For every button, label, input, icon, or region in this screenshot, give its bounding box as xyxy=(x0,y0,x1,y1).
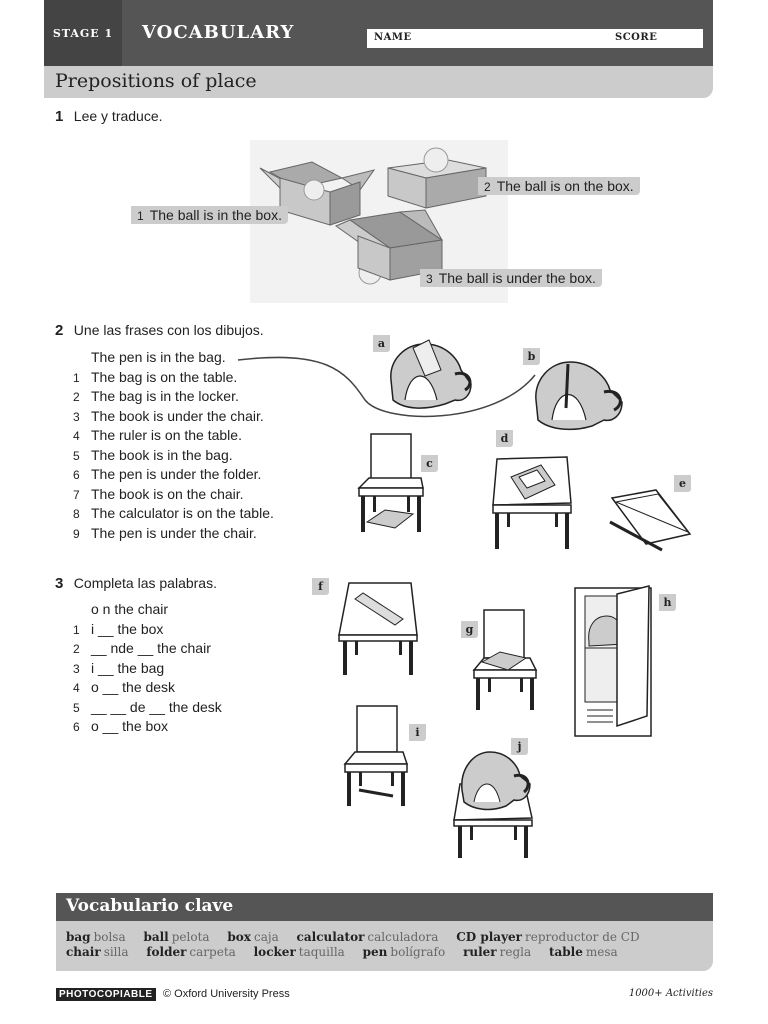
exercise-1-heading: 1 Lee y traduce. xyxy=(55,108,163,126)
exercise-number: 2 xyxy=(55,322,64,339)
copyright-text: © Oxford University Press xyxy=(163,988,290,1000)
picture-label-j: j xyxy=(511,738,528,755)
box-ball-under-illustration xyxy=(334,209,444,285)
bag-in-locker-illustration xyxy=(574,585,652,737)
pen-under-folder-illustration xyxy=(609,489,692,552)
example-sentence: The pen is in the bag. xyxy=(91,349,226,365)
photocopiable-badge: PHOTOCOPIABLE xyxy=(56,988,156,1001)
vocabulary-title: Vocabulario clave xyxy=(66,896,234,916)
bag-on-table-illustration xyxy=(453,751,533,858)
matching-line xyxy=(237,356,536,418)
exercise-number: 1 xyxy=(55,108,64,125)
list-item: 2__ nde __ the chair xyxy=(73,640,211,656)
picture-label-d: d xyxy=(496,430,513,447)
activities-label: 1000+ Activities xyxy=(628,988,713,999)
bag-with-book-illustration xyxy=(390,339,472,409)
exercise-instruction: Une las frases con los dibujos. xyxy=(73,322,264,338)
book-on-chair-illustration xyxy=(472,609,538,710)
open-box-ball-in-illustration xyxy=(259,161,376,226)
vocabulary-header-bar xyxy=(56,893,713,921)
subtitle-bar xyxy=(44,66,713,98)
exercise-3-heading: 3 Completa las palabras. xyxy=(55,575,217,593)
list-item: 5__ __ de __ the desk xyxy=(73,698,222,715)
exercise-number: 3 xyxy=(55,575,64,592)
stage-label: STAGE 1 xyxy=(44,0,122,66)
exercise-2-heading: 2 Une las frases con los dibujos. xyxy=(55,322,264,340)
bag-with-pen-illustration xyxy=(535,361,623,431)
name-score-box: NAME SCORE xyxy=(367,29,703,48)
picture-label-g: g xyxy=(461,621,478,638)
picture-label-b: b xyxy=(523,348,540,365)
picture-label-f: f xyxy=(312,578,329,595)
picture-label-h: h xyxy=(659,594,676,611)
picture-label-i: i xyxy=(409,724,426,741)
ruler-on-table-illustration xyxy=(338,582,418,675)
name-label: NAME xyxy=(374,32,412,43)
closed-box-ball-on-illustration xyxy=(387,147,487,209)
exercise-instruction: Completa las palabras. xyxy=(73,575,217,591)
worksheet-title: VOCABULARY xyxy=(142,22,295,43)
example-sentence: o n the chair xyxy=(91,601,169,617)
picture-label-a: a xyxy=(373,335,390,352)
exercise-instruction: Lee y traduce. xyxy=(73,108,163,124)
book-under-chair-illustration xyxy=(357,433,424,532)
calculator-on-table-illustration xyxy=(492,456,572,549)
page-subtitle: Prepositions of place xyxy=(55,70,257,92)
vocabulary-box xyxy=(56,921,713,971)
picture-label-c: c xyxy=(421,455,438,472)
score-label: SCORE xyxy=(615,32,658,43)
picture-label-e: e xyxy=(674,475,691,492)
pen-under-chair-illustration xyxy=(343,705,409,806)
